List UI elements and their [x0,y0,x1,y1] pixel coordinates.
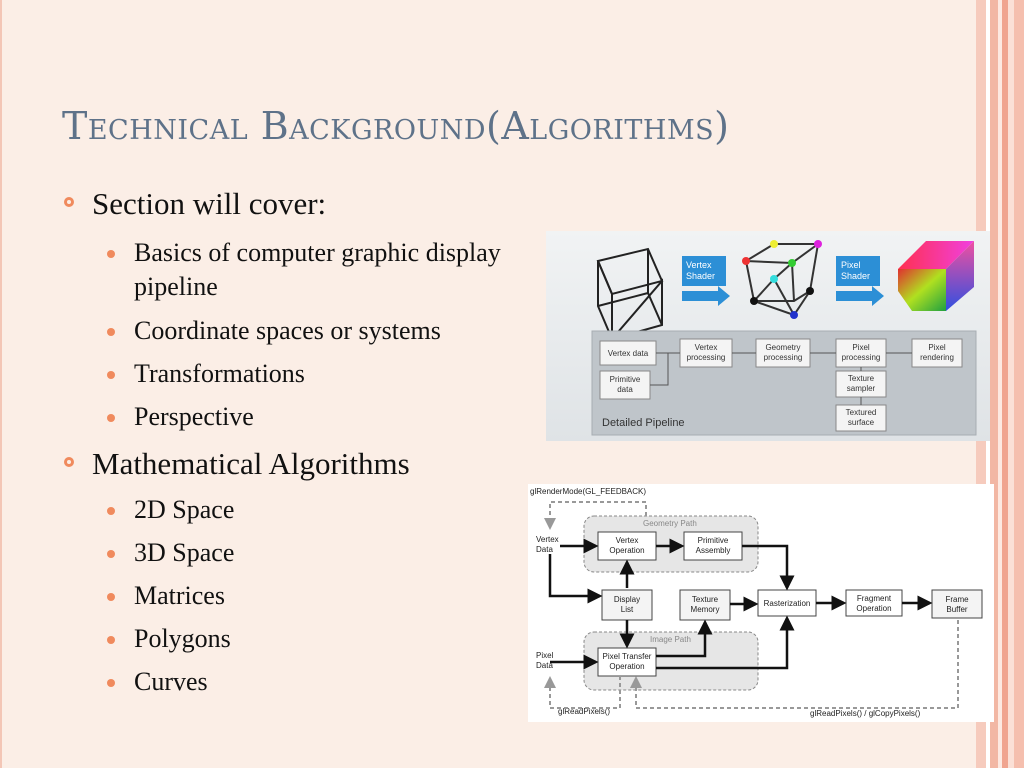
svg-text:data: data [617,385,633,394]
svg-text:Image Path: Image Path [650,635,691,644]
svg-text:surface: surface [848,418,875,427]
caption: Detailed Pipeline [602,417,685,429]
list-item-text: Curves [134,667,208,696]
dot-bullet-icon [107,371,115,379]
decor-stripe [1008,0,1014,768]
dot-bullet-icon [107,507,115,515]
dot-bullet-icon [107,550,115,558]
list-item: Polygons [107,622,231,656]
list-item-text: 3D Space [134,538,235,567]
list-item-text: Transformations [134,359,305,388]
svg-text:Vertex: Vertex [616,536,639,545]
list-item: 3D Space [107,536,235,570]
svg-text:Fragment: Fragment [857,594,892,603]
list-item-text: Perspective [134,402,254,431]
svg-text:Geometry Path: Geometry Path [643,519,697,528]
list-item-text: Matrices [134,581,225,610]
opengl-diagram-svg: glRenderMode(GL_FEEDBACK) Geometry Path … [530,487,983,718]
svg-text:Texture: Texture [692,595,719,604]
ring-bullet-icon [64,457,74,467]
arrow-right-icon [682,286,730,306]
render-mode-label: glRenderMode(GL_FEEDBACK) [530,487,646,496]
dot-bullet-icon [107,250,115,258]
svg-text:Pixel: Pixel [928,343,946,352]
svg-text:glReadPixels(): glReadPixels() [558,707,610,716]
pixel-shader-badge [836,256,880,286]
svg-text:Primitive: Primitive [610,375,641,384]
svg-text:Assembly: Assembly [696,546,731,555]
vertex-shader-label: Vertex [686,260,712,270]
list-item: Transformations [107,357,305,391]
pipeline-figure-svg: Vertex Shader Pixel Shader [591,240,977,436]
arrow-right-icon [836,286,884,306]
list-item-text: Basics of computer graphic display pipel… [134,238,501,301]
dot-bullet-icon [107,636,115,644]
svg-text:Pixel: Pixel [841,260,861,270]
svg-text:Operation: Operation [856,604,891,613]
svg-text:Memory: Memory [691,605,720,614]
list-item: Coordinate spaces or systems [107,314,441,348]
svg-text:Operation: Operation [609,546,644,555]
svg-text:Texture: Texture [848,374,875,383]
list-item-text: Polygons [134,624,231,653]
svg-text:Operation: Operation [609,662,644,671]
decor-stripe [998,0,1002,768]
slide-title: Technical Background(Algorithms) [62,104,730,148]
ring-bullet-icon [64,197,74,207]
vertex-cube-icon [742,243,822,317]
decor-stripe [1002,0,1008,768]
svg-text:processing: processing [842,353,881,362]
color-cube-icon [898,241,974,311]
list-item: Basics of computer graphic display pipel… [107,236,534,304]
svg-text:Vertex: Vertex [695,343,718,352]
svg-text:Pixel: Pixel [536,651,554,660]
pipeline-figure: Vertex Shader Pixel Shader [546,231,990,441]
svg-text:List: List [621,605,634,614]
list-item: Curves [107,665,208,699]
wireframe-cube-icon [596,247,664,341]
svg-text:Data: Data [536,545,553,554]
section-heading-text: Mathematical Algorithms [92,446,410,481]
svg-text:Primitive: Primitive [698,536,729,545]
svg-text:processing: processing [764,353,803,362]
list-item: Matrices [107,579,225,613]
svg-text:Pixel Transfer: Pixel Transfer [603,652,652,661]
decor-stripe [990,0,998,768]
svg-text:Pixel: Pixel [852,343,870,352]
vertex-shader-badge [682,256,726,286]
list-item: Perspective [107,400,254,434]
svg-text:sampler: sampler [847,384,876,393]
svg-text:Rasterization: Rasterization [764,599,811,608]
svg-text:Buffer: Buffer [946,605,968,614]
box-label: Vertex data [608,349,649,358]
decor-stripe [1014,0,1024,768]
svg-text:Frame: Frame [945,595,969,604]
dot-bullet-icon [107,414,115,422]
svg-text:rendering: rendering [920,353,954,362]
list-item-text: 2D Space [134,495,235,524]
list-item: 2D Space [107,493,235,527]
svg-text:Vertex: Vertex [536,535,559,544]
svg-text:Shader: Shader [686,271,715,281]
svg-text:Data: Data [536,661,553,670]
opengl-diagram: glRenderMode(GL_FEEDBACK) Geometry Path … [528,484,994,722]
svg-text:Display: Display [614,595,640,604]
svg-text:glReadPixels() / glCopyPixels(: glReadPixels() / glCopyPixels() [810,709,921,718]
dot-bullet-icon [107,328,115,336]
svg-text:Shader: Shader [841,271,870,281]
dot-bullet-icon [107,679,115,687]
svg-text:Geometry: Geometry [765,343,800,352]
section-heading-text: Section will cover: [92,186,327,221]
svg-text:processing: processing [687,353,726,362]
left-border [0,0,2,768]
list-item-text: Coordinate spaces or systems [134,316,441,345]
svg-text:Textured: Textured [846,408,877,417]
dot-bullet-icon [107,593,115,601]
